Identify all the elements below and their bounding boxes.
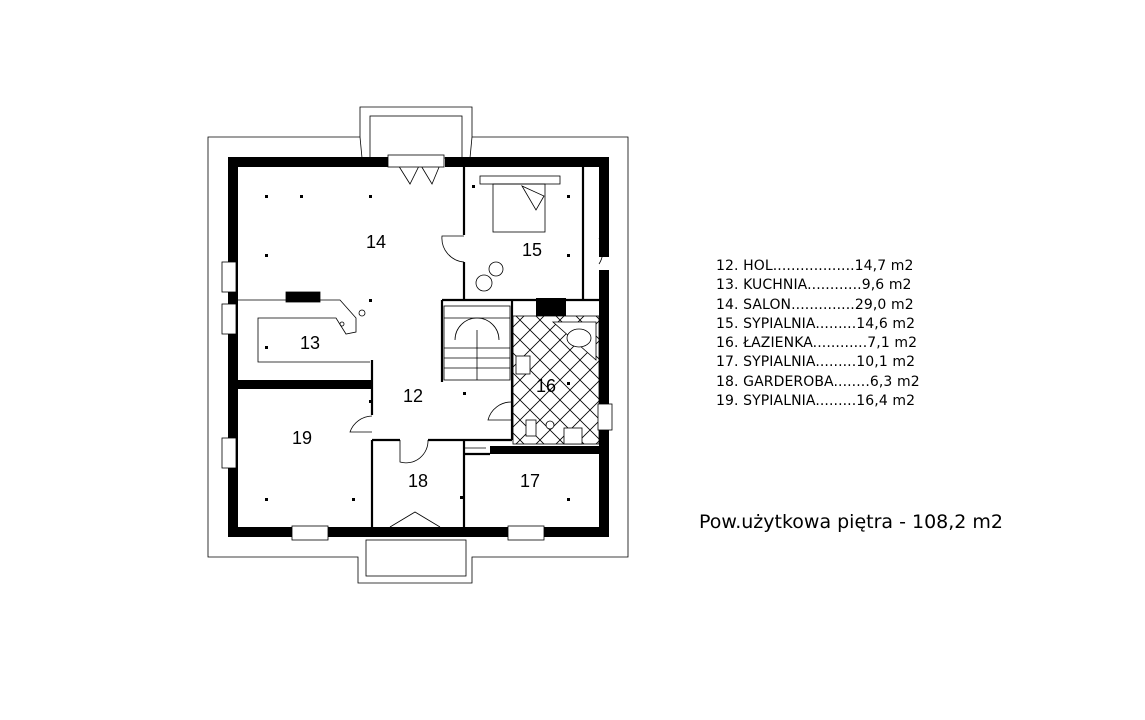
total-usable-area: Pow.użytkowa piętra - 108,2 m2 [699,511,1004,533]
legend-row: 16. ŁAZIENKA............7,1 m2 [716,335,918,352]
windows [221,154,613,541]
room-label-13: 13 [300,333,320,353]
room-label-18: 18 [408,471,428,491]
legend-row: 14. SALON..............29,0 m2 [716,296,914,313]
kitchen-fixtures [238,291,370,363]
legend-row: 13. KUCHNIA............9,6 m2 [716,277,912,294]
room-label-14: 14 [366,232,386,252]
room-area-legend: 12. HOL..................14,7 m2 13. KUC… [716,257,976,411]
legend-row: 12. HOL..................14,7 m2 [716,258,914,274]
bedroom-furniture [475,175,561,292]
room-label-12: 12 [403,386,423,406]
room-label-17: 17 [520,471,540,491]
legend-row: 19. SYPIALNIA.........16,4 m2 [716,393,916,410]
room-label-15: 15 [522,240,542,260]
bathroom-fixtures [515,321,597,445]
room-label-19: 19 [292,428,312,448]
legend-row: 18. GARDEROBA........6,3 m2 [716,373,920,390]
light-points [265,185,570,501]
room-label-16: 16 [536,376,556,396]
legend-row: 17. SYPIALNIA.........10,1 m2 [716,354,916,371]
staircase [443,305,511,381]
inner-walls [370,167,600,527]
legend-row: 15. SYPIALNIA.........14,6 m2 [716,315,916,332]
outer-walls [228,157,609,537]
